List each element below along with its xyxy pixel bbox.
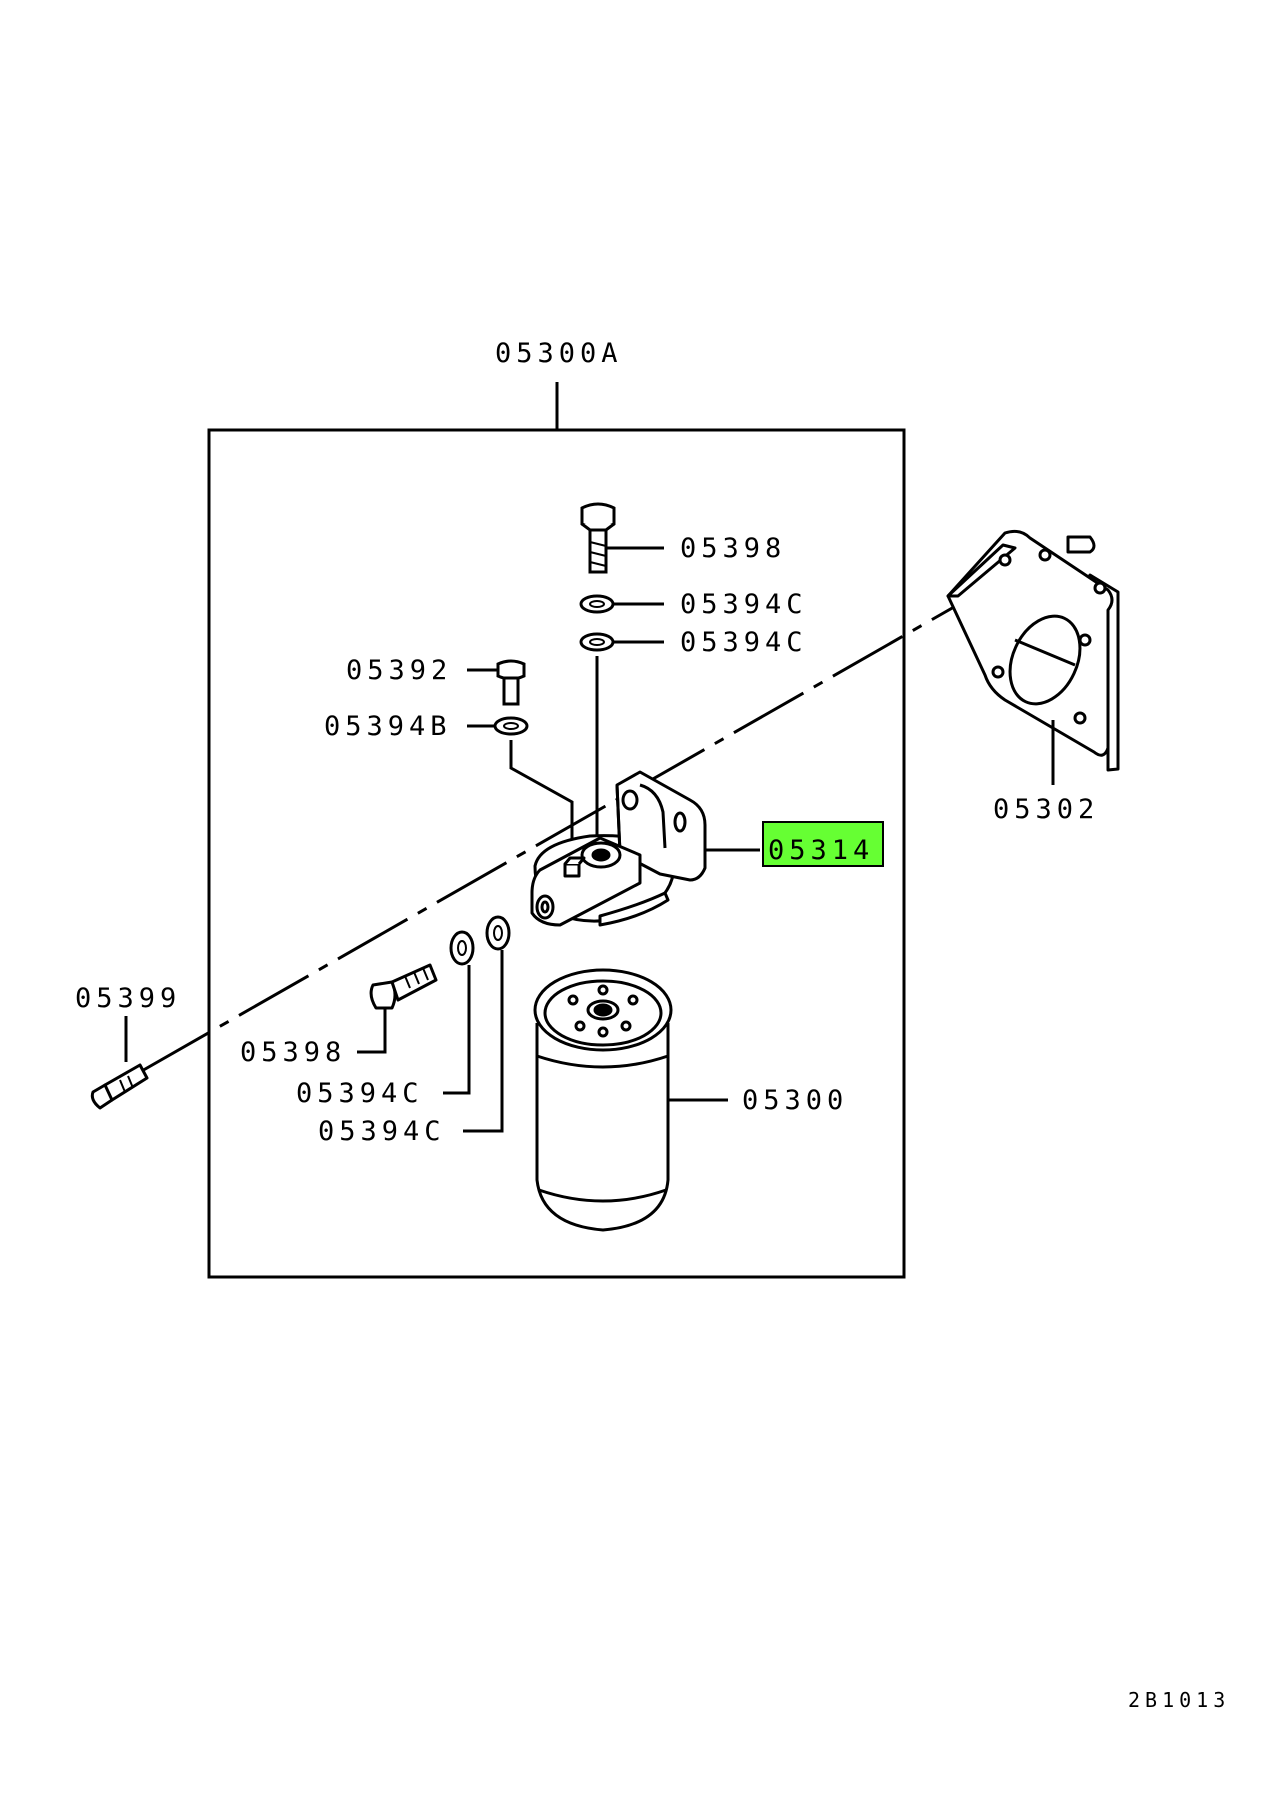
washer-2-hole xyxy=(589,638,605,646)
highlight-box-05314 xyxy=(762,821,884,867)
label-05394C-3[interactable]: 05394C xyxy=(296,1078,424,1109)
label-05394C-1[interactable]: 05394C xyxy=(680,589,808,620)
bolt-top-icon xyxy=(580,502,616,574)
gasket-plate-icon xyxy=(946,529,1120,772)
label-05398-bottom[interactable]: 05398 xyxy=(240,1037,346,1068)
bolt-small-icon xyxy=(496,659,526,706)
label-05314[interactable]: 05314 xyxy=(768,835,874,866)
label-05399[interactable]: 05399 xyxy=(75,983,181,1014)
leader-washer-b-to-bracket xyxy=(509,740,574,845)
washer-3-icon xyxy=(449,930,475,966)
filter-cartridge-icon xyxy=(533,968,673,1232)
washer-2-icon xyxy=(579,632,615,652)
label-05300A[interactable]: 05300A xyxy=(495,338,623,369)
leader-05398-bottom xyxy=(357,1008,387,1054)
label-05392[interactable]: 05392 xyxy=(346,655,452,686)
label-05394B[interactable]: 05394B xyxy=(324,711,452,742)
washer-b-icon xyxy=(493,716,529,736)
drawing-number: 2B1013 xyxy=(1128,1688,1230,1712)
washer-1-icon xyxy=(579,594,615,614)
centerline xyxy=(139,553,1046,1074)
leader-05394C-4 xyxy=(463,950,504,1133)
label-05394C-2[interactable]: 05394C xyxy=(680,627,808,658)
bolt-horizontal-icon xyxy=(369,963,438,1010)
washer-1-hole xyxy=(589,600,605,608)
label-05302[interactable]: 05302 xyxy=(993,794,1099,825)
bolt-05399-icon xyxy=(90,1063,149,1110)
washer-4-hole xyxy=(493,925,503,941)
leader-05394C-3 xyxy=(443,965,471,1095)
washer-3-hole xyxy=(457,940,467,956)
label-05394C-4[interactable]: 05394C xyxy=(318,1116,446,1147)
washer-b-hole xyxy=(503,722,519,730)
label-05300[interactable]: 05300 xyxy=(742,1085,848,1116)
washer-4-icon xyxy=(485,915,511,951)
label-05398-top[interactable]: 05398 xyxy=(680,533,786,564)
filter-head-icon xyxy=(530,770,707,927)
